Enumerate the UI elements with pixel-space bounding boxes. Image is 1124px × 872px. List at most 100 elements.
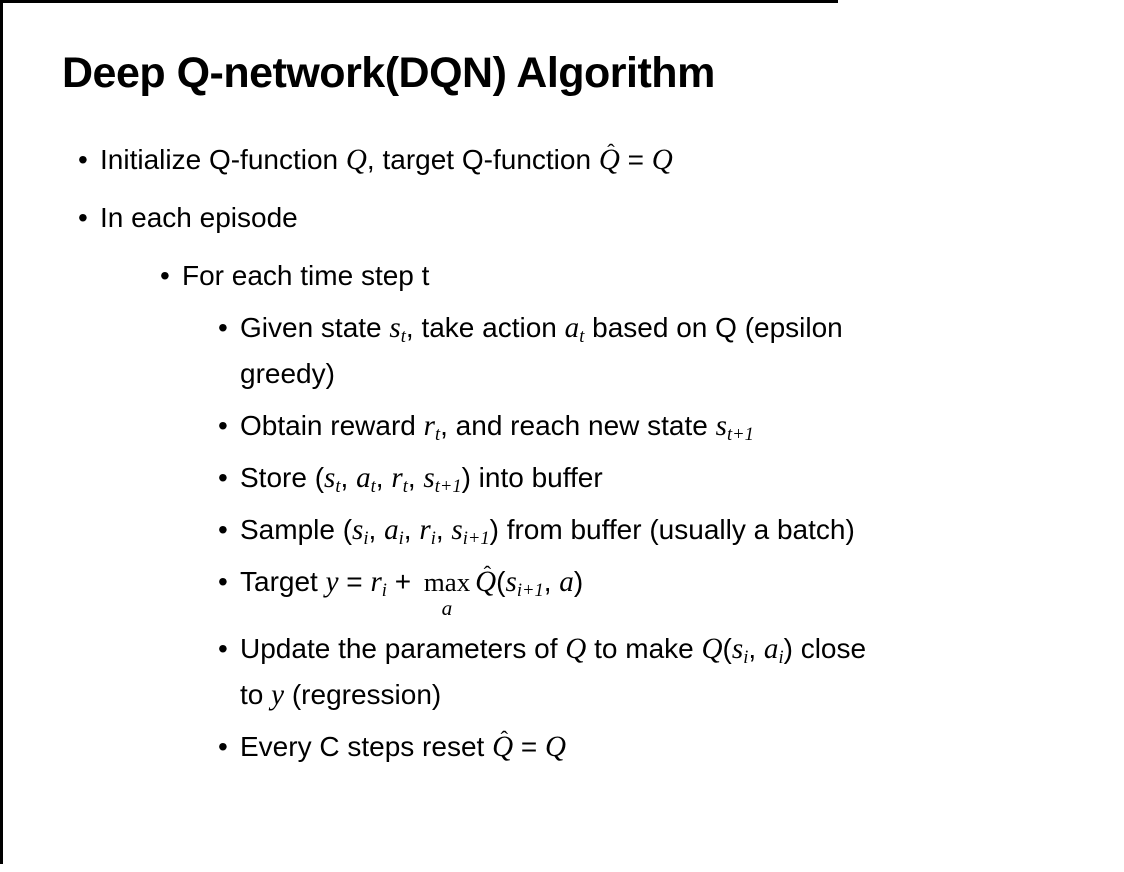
bullet-text: (regression) — [284, 678, 442, 710]
bullet-list: •Initialize Q-function Q, target Q-funct… — [62, 137, 1084, 769]
bullet-text: , and reach new state — [440, 410, 716, 442]
bullet-text: In each episode — [100, 202, 298, 234]
math-subscript: i — [363, 528, 369, 549]
bullet-item: •Obtain reward rt, and reach new state s… — [62, 403, 1084, 449]
bullet-text: ) — [573, 566, 584, 598]
bullet-text: Sample ( — [240, 514, 353, 546]
bullet-text: , — [543, 566, 560, 598]
hat-accent: ˆ — [607, 139, 615, 165]
operator-name: max — [423, 567, 471, 598]
bullet-marker-icon: • — [218, 730, 228, 762]
bullet-text: = — [338, 566, 371, 598]
bullet-text: = — [619, 144, 652, 176]
bullet-item: •Initialize Q-function Q, target Q-funct… — [62, 137, 1084, 183]
bullet-text: ) from buffer (usually a batch) — [489, 514, 855, 546]
bullet-content: Initialize Q-function Q, target Q-functi… — [100, 137, 1084, 183]
bullet-text: , — [340, 462, 357, 494]
math-subscript: t — [335, 476, 341, 497]
math-symbol: a — [384, 514, 399, 547]
bullet-text-line: For each time step t — [182, 253, 1084, 299]
math-symbol: a — [356, 462, 371, 495]
bullet-content: For each time step t — [182, 253, 1084, 299]
math-subscript: i — [381, 580, 387, 601]
bullet-text: ) into buffer — [461, 462, 603, 494]
bullet-text-line: Initialize Q-function Q, target Q-functi… — [100, 137, 1084, 183]
math-subscript: i — [743, 646, 749, 667]
bullet-text: , — [375, 462, 392, 494]
bullet-text: to make — [586, 632, 702, 664]
bullet-text: ( — [722, 632, 732, 664]
math-symbol: r — [419, 514, 431, 547]
math-subscript: t — [402, 476, 408, 497]
math-symbol: s — [423, 462, 435, 495]
bullet-marker-icon: • — [218, 462, 228, 494]
math-symbol: r — [391, 462, 403, 495]
bullet-item: • In each episode — [62, 195, 1084, 241]
math-symbol: Q — [701, 632, 723, 665]
bullet-content: Sample (si, ai, ri, si+1) from buffer (u… — [240, 507, 1084, 553]
math-subscript: t — [400, 326, 406, 347]
math-subscript: t — [434, 424, 441, 445]
bullet-text: Target — [240, 566, 326, 598]
math-symbol: s — [715, 410, 727, 443]
screen-edge-top — [0, 0, 838, 3]
math-symbol: Q — [565, 632, 587, 665]
math-subscript: i — [398, 528, 404, 549]
bullet-item: •Update the parameters of Q to make Q(si… — [62, 626, 1084, 718]
bullet-content: In each episode — [100, 195, 1084, 241]
math-subscript: t — [370, 476, 376, 497]
hat-accent: ˆ — [500, 725, 509, 751]
bullet-text: Every C steps reset — [240, 730, 493, 762]
bullet-text: , — [435, 514, 452, 546]
bullet-marker-icon: • — [218, 514, 228, 546]
bullet-text: Initialize Q-function — [100, 144, 346, 176]
bullet-text: , — [407, 462, 424, 494]
bullet-text: , target Q-function — [366, 144, 599, 176]
slide-title: Deep Q-network(DQN) Algorithm — [62, 49, 715, 97]
hat-accent: ˆ — [483, 561, 492, 587]
math-symbol: s — [731, 632, 744, 665]
bullet-marker-icon: • — [218, 566, 228, 598]
math-symbol: s — [324, 462, 336, 495]
bullet-marker-icon: • — [218, 410, 228, 442]
math-symbol: s — [505, 566, 517, 599]
screen-edge-left — [0, 0, 3, 864]
bullet-text: based on Q (epsilon — [584, 312, 843, 344]
math-subscript: i — [778, 646, 784, 667]
bullet-text: , — [748, 632, 764, 664]
math-symbol: s — [352, 514, 364, 547]
bullet-text-line: greedy) — [240, 351, 1084, 397]
math-symbol: s — [389, 312, 401, 345]
bullet-text-line: to y (regression) — [240, 672, 1084, 718]
bullet-marker-icon: • — [78, 202, 88, 234]
bullet-marker-icon: • — [160, 260, 170, 292]
bullet-text: Obtain reward — [240, 410, 424, 442]
math-symbol: s — [451, 514, 463, 547]
math-symbol: y — [325, 566, 339, 599]
bullet-text-line: Given state st, take action at based on … — [240, 305, 1084, 351]
bullet-item: • Store (st, at, rt, st+1) into buffer — [62, 455, 1084, 501]
math-symbol: a — [564, 312, 580, 345]
math-symbol: Q — [475, 566, 497, 599]
math-subscript: i+1 — [516, 580, 544, 601]
operator-subscript: a — [441, 596, 453, 621]
bullet-text: Update the parameters of — [240, 632, 566, 664]
bullet-text-line: Store (st, at, rt, st+1) into buffer — [240, 455, 1084, 501]
math-symbol: Q — [545, 730, 567, 763]
math-symbol: a — [559, 566, 574, 599]
math-subscript: t+1 — [434, 476, 462, 497]
math-symbol: Q — [345, 144, 367, 177]
math-symbol: a — [763, 632, 779, 665]
math-subscript: t+1 — [726, 424, 754, 445]
bullet-content: Update the parameters of Q to make Q(si,… — [240, 626, 1084, 718]
bullet-content: Store (st, at, rt, st+1) into buffer — [240, 455, 1084, 501]
bullet-text: Given state — [240, 312, 390, 344]
